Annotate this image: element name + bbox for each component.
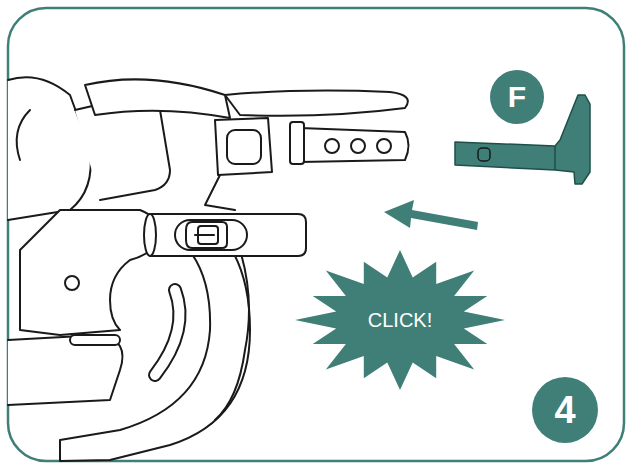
label-text: CLICK! <box>368 310 432 330</box>
part-letter-badge-fill <box>490 70 544 124</box>
click-burst-fill <box>295 250 505 390</box>
step-number-badge-fill <box>532 377 598 443</box>
step-number-badge: 4 <box>532 377 598 443</box>
label-text: 4 <box>554 391 575 429</box>
label-text: F <box>508 82 526 112</box>
click-burst: CLICK! <box>295 250 505 390</box>
part-letter-badge: F <box>490 70 544 124</box>
